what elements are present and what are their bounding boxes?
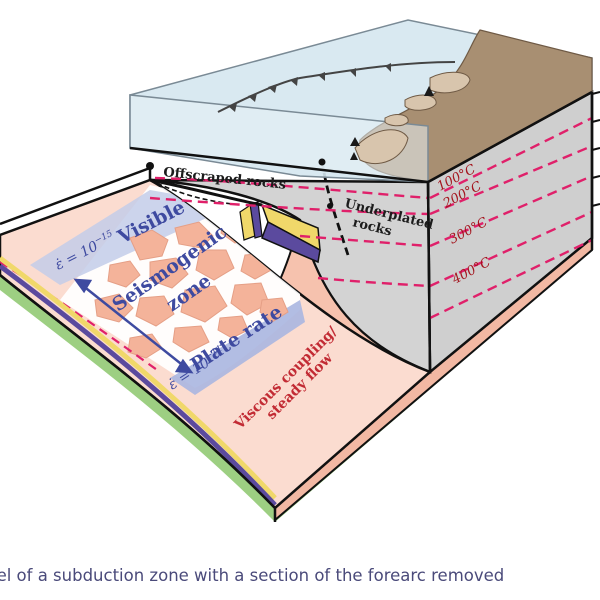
underplated-strata bbox=[239, 201, 321, 264]
island-peak-icons bbox=[350, 86, 434, 160]
depth-tick-marks bbox=[591, 91, 600, 207]
slab-purple-edge bbox=[0, 264, 277, 507]
fault-point-markers bbox=[146, 158, 333, 209]
slab-front-outline bbox=[0, 274, 277, 522]
thrust-teeth-icons bbox=[228, 63, 391, 112]
forearc-isotherms bbox=[149, 116, 593, 320]
figure-caption: odel of a subduction zone with a section… bbox=[0, 566, 600, 590]
forearc-islands bbox=[354, 71, 471, 165]
seismogenic-width-arrow bbox=[73, 278, 194, 374]
base-green-layer bbox=[0, 238, 590, 522]
plate-rate-band bbox=[170, 300, 305, 395]
slab-yellow-edge bbox=[0, 256, 277, 500]
megathrust-fault-line bbox=[149, 178, 263, 207]
figure-caption-text: odel of a subduction zone with a section… bbox=[0, 566, 505, 585]
